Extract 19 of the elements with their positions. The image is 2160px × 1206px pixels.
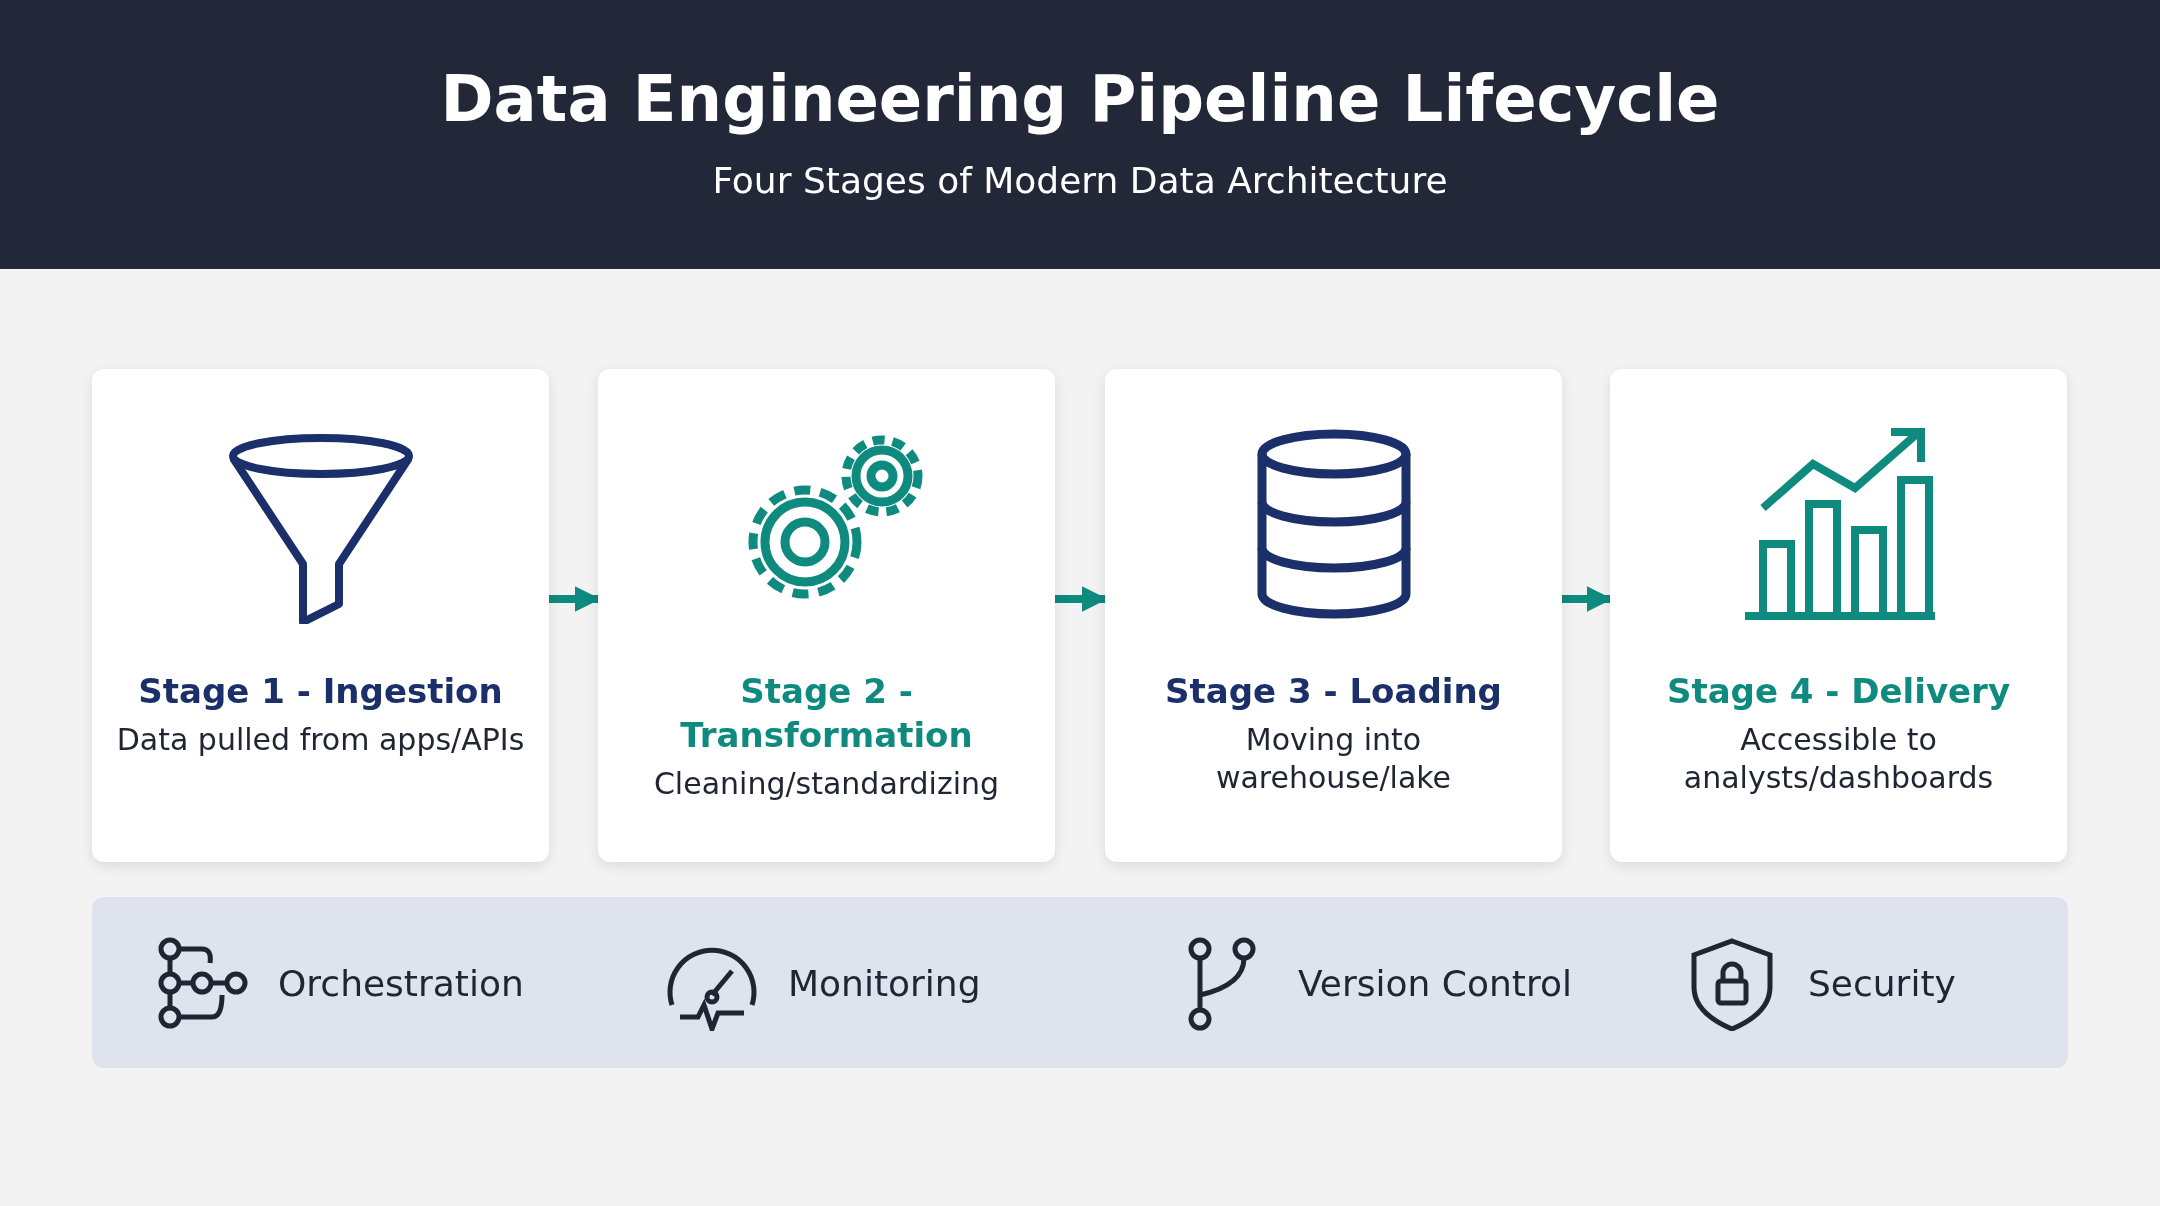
stage-description: Moving into warehouse/lake [1214, 721, 1453, 797]
stage-heading: Stage 1 - Ingestion [137, 670, 504, 713]
stage-heading: Stage 3 - Loading [1164, 670, 1503, 713]
stage-card [1610, 369, 2067, 862]
subtitle: Four Stages of Modern Data Architecture [711, 160, 1449, 201]
tool-label: Version Control [1298, 962, 1572, 1004]
tool-label: Security [1808, 962, 1956, 1004]
stage-description: Cleaning/standardizing [652, 765, 1001, 803]
stage-card [92, 369, 549, 862]
stage-card [598, 369, 1055, 862]
tool-label: Monitoring [788, 962, 981, 1004]
stage-heading: Stage 2 - Transformation [679, 670, 974, 757]
stage-card [1105, 369, 1562, 862]
stage-description: Accessible to analysts/dashboards [1682, 721, 1995, 797]
stage-description: Data pulled from apps/APIs [115, 721, 526, 759]
tool-label: Orchestration [278, 962, 524, 1004]
title: Data Engineering Pipeline Lifecycle [439, 62, 1721, 136]
tools-band [92, 897, 2068, 1068]
stage-heading: Stage 4 - Delivery [1665, 670, 2012, 713]
